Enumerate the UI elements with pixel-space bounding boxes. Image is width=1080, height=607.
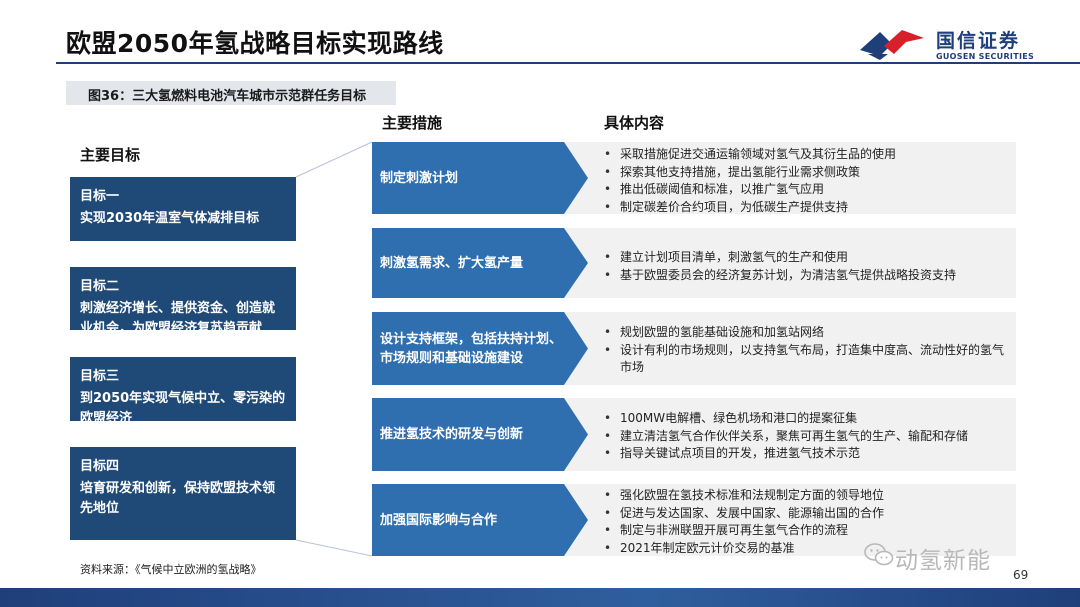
measure-label: 设计支持框架，包括扶持计划、市场规则和基础设施建设: [380, 332, 563, 366]
goal-card-1: 目标一 实现2030年温室气体减排目标: [70, 177, 296, 241]
list-item: 100MW电解槽、绿色机场和港口的提案征集: [604, 410, 1008, 428]
goal-card-2: 目标二 刺激经济增长、提供资金、创造就业机会，为欧盟经济复苏趋贡献: [70, 267, 296, 336]
measure-label: 刺激氢需求、扩大氢产量: [380, 256, 524, 271]
goal-title: 目标三: [80, 369, 120, 384]
chevron-arrow-shape: [372, 228, 588, 298]
list-item: 2021年制定欧元计价交易的基准: [604, 540, 1008, 558]
chevron-arrow-shape: [372, 312, 588, 385]
wechat-icon: [864, 543, 894, 566]
list-item: 制定碳差价合约项目，为低碳生产提供支持: [604, 199, 1008, 217]
measures-column-header: 主要措施: [382, 114, 443, 132]
goal-text: 到2050年实现气候中立、零污染的欧盟经济: [80, 391, 286, 426]
bottom-bar: [0, 588, 1080, 607]
goal-text: 实现2030年温室气体减排目标: [80, 211, 260, 226]
content-column-header: 具体内容: [604, 114, 665, 132]
measure-arrow-1: 制定刺激计划: [372, 142, 590, 214]
measure-bullets-3: 规划欧盟的氢能基础设施和加氢站网络 设计有利的市场规则，以支持氢气布局，打造集中…: [604, 324, 1008, 377]
list-item: 建立计划项目清单，刺激氢气的生产和使用: [604, 249, 1008, 267]
measure-bullets-1: 采取措施促进交通运输领域对氢气及其衍生品的使用 探索其他支持措施，提出氢能行业需…: [604, 146, 1008, 216]
list-item: 基于欧盟委员会的经济复苏计划，为清洁氢气提供战略投资支持: [604, 267, 1008, 285]
measure-arrow-5: 加强国际影响与合作: [372, 484, 590, 556]
goal-title: 目标一: [80, 189, 120, 204]
logo-english-name: GUOSEN SECURITIES: [936, 52, 1035, 61]
list-item: 采取措施促进交通运输领域对氢气及其衍生品的使用: [604, 146, 1008, 164]
list-item: 指导关键试点项目的开发，推进氢气技术示范: [604, 445, 1008, 463]
measure-bullets-5: 强化欧盟在氢技术标准和法规制定方面的领导地位 促进与发达国家、发展中国家、能源输…: [604, 487, 1008, 557]
goal-title: 目标二: [80, 279, 120, 294]
guosen-logo: 国信证券 GUOSEN SECURITIES: [858, 22, 1058, 66]
list-item: 探索其他支持措施，提出氢能行业需求侧政策: [604, 164, 1008, 182]
list-item: 建立清洁氢气合作伙伴关系，聚焦可再生氢气的生产、输配和存储: [604, 428, 1008, 446]
measure-bullets-2: 建立计划项目清单，刺激氢气的生产和使用 基于欧盟委员会的经济复苏计划，为清洁氢气…: [604, 249, 1008, 284]
goal-text: 刺激经济增长、提供资金、创造就业机会，为欧盟经济复苏趋贡献: [80, 301, 276, 336]
list-item: 设计有利的市场规则，以支持氢气布局，打造集中度高、流动性好的氢气市场: [604, 342, 1008, 377]
page-title: 欧盟2050年氢战略目标实现路线: [66, 29, 444, 58]
list-item: 推出低碳阈值和标准，以推广氢气应用: [604, 181, 1008, 199]
list-item: 规划欧盟的氢能基础设施和加氢站网络: [604, 324, 1008, 342]
measure-label: 推进氢技术的研发与创新: [380, 427, 524, 442]
measure-bullets-4: 100MW电解槽、绿色机场和港口的提案征集 建立清洁氢气合作伙伴关系，聚焦可再生…: [604, 410, 1008, 463]
figure-caption: 图36：三大氢燃料电池汽车城市示范群任务目标: [66, 81, 396, 105]
measure-label: 加强国际影响与合作: [380, 513, 498, 528]
guosen-logo-mark-icon: [860, 30, 924, 60]
watermark-text: 动氢新能: [895, 548, 991, 574]
goal-card-4: 目标四 培育研发和创新，保持欧盟技术领先地位: [70, 447, 296, 540]
goals-title: 主要目标: [80, 146, 141, 164]
goal-text: 培育研发和创新，保持欧盟技术领先地位: [80, 481, 276, 516]
source-note: 资料来源：《气候中立欧洲的氢战略》: [80, 563, 262, 576]
title-underline: [56, 62, 1080, 64]
goal-card-3: 目标三 到2050年实现气候中立、零污染的欧盟经济: [70, 357, 296, 426]
list-item: 制定与非洲联盟开展可再生氢气合作的流程: [604, 522, 1008, 540]
chevron-arrow-shape: [372, 142, 588, 214]
list-item: 促进与发达国家、发展中国家、能源输出国的合作: [604, 505, 1008, 523]
measure-arrow-2: 刺激氢需求、扩大氢产量: [372, 228, 590, 298]
measure-label: 制定刺激计划: [380, 171, 459, 186]
measure-arrow-4: 推进氢技术的研发与创新: [372, 398, 590, 471]
chevron-arrow-shape: [372, 398, 588, 471]
goal-title: 目标四: [80, 459, 120, 474]
logo-name: 国信证券: [936, 30, 1021, 52]
page-number: 69: [1013, 568, 1029, 582]
chevron-arrow-shape: [372, 484, 588, 556]
measure-arrow-3: 设计支持框架，包括扶持计划、市场规则和基础设施建设: [372, 312, 590, 385]
list-item: 强化欧盟在氢技术标准和法规制定方面的领导地位: [604, 487, 1008, 505]
